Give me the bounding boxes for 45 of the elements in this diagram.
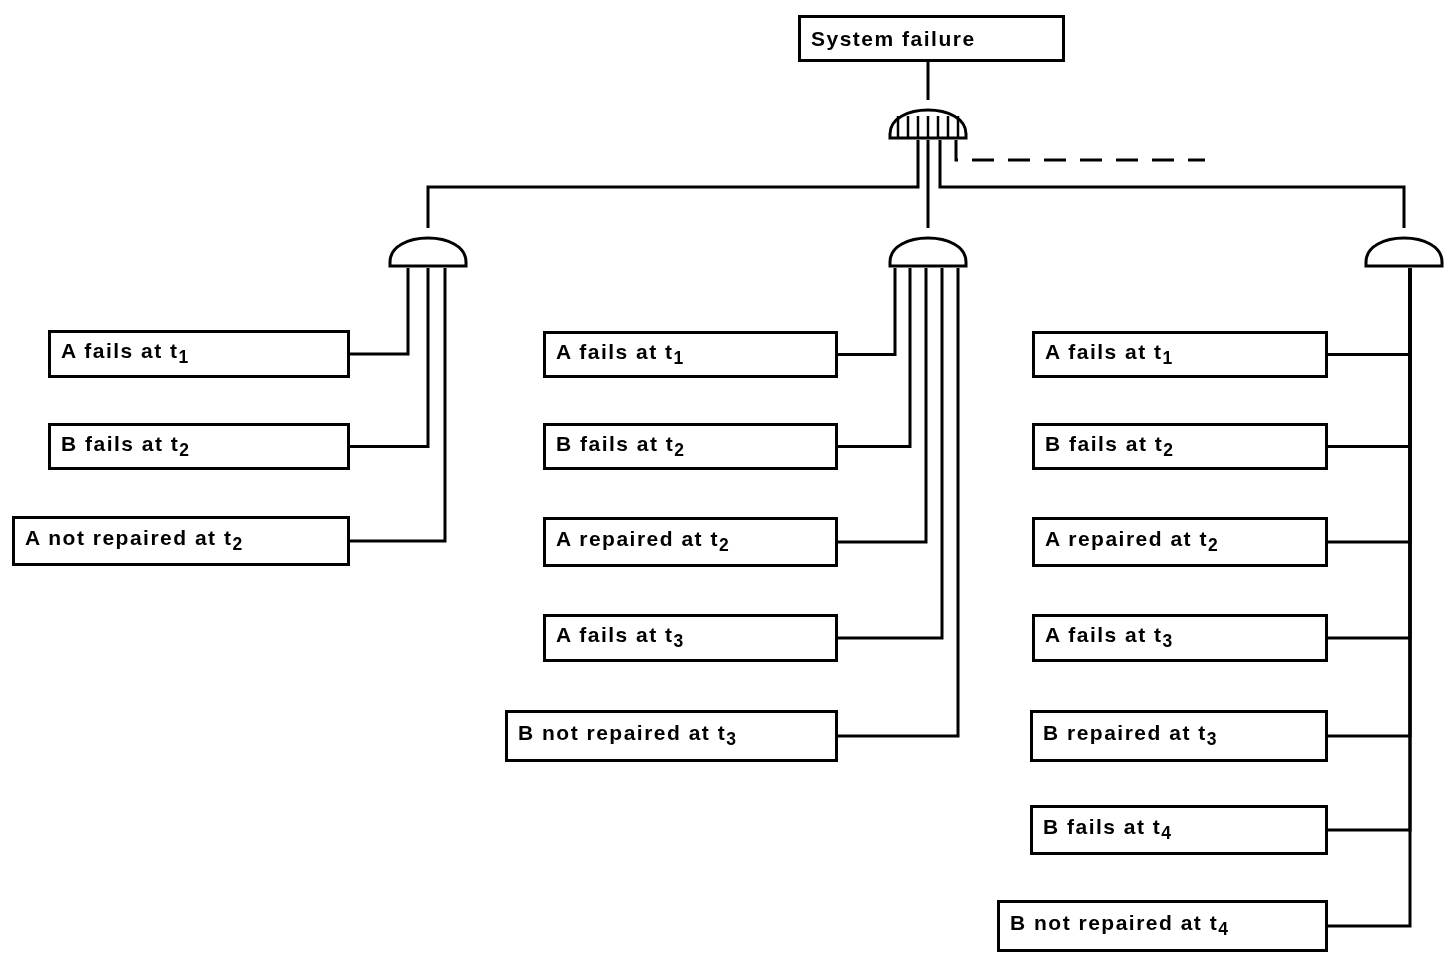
basic-event-box bbox=[543, 517, 838, 567]
event-label: B fails at t$_{4}$ bbox=[1043, 815, 1173, 845]
basic-event-box bbox=[1030, 805, 1328, 855]
basic-event-box bbox=[505, 710, 838, 762]
event-label: B not repaired at t$_{3}$ bbox=[518, 721, 738, 751]
connector-line bbox=[350, 268, 430, 448]
basic-event-box bbox=[543, 614, 838, 662]
connector-line bbox=[838, 268, 944, 640]
event-label: A fails at t$_{3}$ bbox=[1045, 623, 1174, 653]
basic-event-box bbox=[1032, 331, 1328, 378]
connector-line bbox=[426, 140, 920, 228]
basic-event-box bbox=[1032, 423, 1328, 470]
event-label: B fails at t$_{2}$ bbox=[61, 431, 191, 462]
connector-line bbox=[926, 140, 930, 228]
connector-line bbox=[838, 268, 912, 448]
event-label: B not repaired at t$_{4}$ bbox=[1010, 911, 1230, 941]
connector-line bbox=[350, 268, 410, 356]
event-label: A repaired at t$_{2}$ bbox=[556, 527, 731, 557]
event-box bbox=[798, 15, 1065, 62]
connector-line bbox=[838, 268, 897, 356]
basic-event-box bbox=[12, 516, 350, 566]
dashed-connector bbox=[954, 140, 1205, 162]
event-label: A not repaired at t$_{2}$ bbox=[25, 526, 244, 556]
event-label: A fails at t$_{1}$ bbox=[1045, 339, 1174, 370]
basic-event-box bbox=[1032, 517, 1328, 567]
basic-event-box bbox=[1030, 710, 1328, 762]
basic-event-box bbox=[48, 423, 350, 470]
event-label: A fails at t$_{3}$ bbox=[556, 623, 685, 653]
event-label: B fails at t$_{2}$ bbox=[556, 431, 686, 462]
basic-event-box bbox=[1032, 614, 1328, 662]
connector-line bbox=[838, 268, 960, 738]
basic-event-box bbox=[543, 331, 838, 378]
event-label: B fails at t$_{2}$ bbox=[1045, 431, 1175, 462]
event-label: A fails at t$_{1}$ bbox=[61, 339, 190, 369]
basic-event-box bbox=[543, 423, 838, 470]
basic-event-box bbox=[997, 900, 1328, 952]
connector-line bbox=[350, 268, 447, 543]
event-label: A repaired at t$_{2}$ bbox=[1045, 527, 1220, 557]
event-label: A fails at t$_{1}$ bbox=[556, 339, 685, 370]
connector-line bbox=[838, 268, 928, 544]
connector-line bbox=[926, 62, 930, 100]
basic-event-box bbox=[48, 330, 350, 378]
event-label: System failure bbox=[811, 26, 976, 51]
connector-line bbox=[938, 140, 1406, 228]
event-label: B repaired at t$_{3}$ bbox=[1043, 721, 1218, 751]
